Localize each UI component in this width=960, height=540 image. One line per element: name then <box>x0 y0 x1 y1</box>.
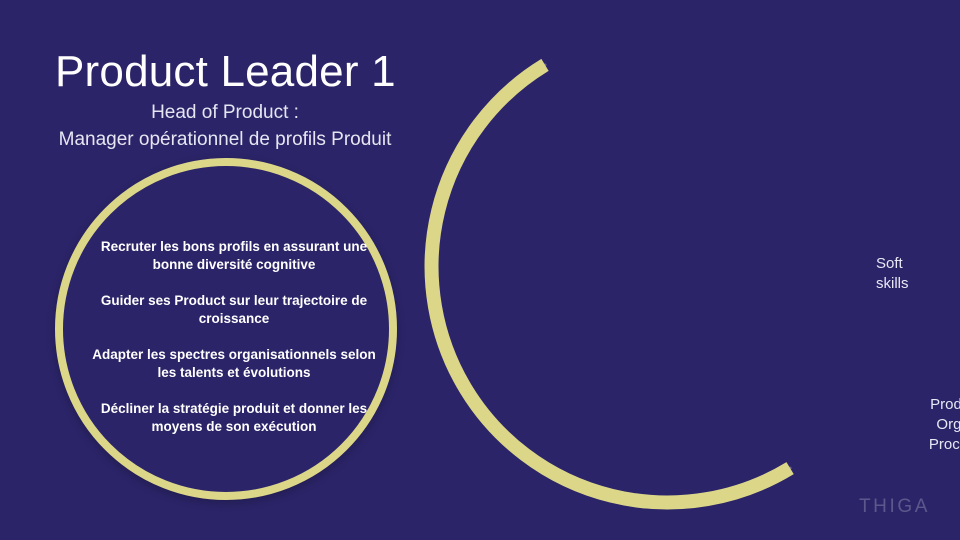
page-title: Product Leader 1 <box>55 47 396 96</box>
page-subtitle: Head of Product : Manager opérationnel d… <box>40 100 410 154</box>
responsibilities-circle: Recruter les bons profils en assurant un… <box>55 158 397 500</box>
list-item: Recruter les bons profils en assurant un… <box>100 238 368 272</box>
thiga-logo: THIGA <box>858 496 930 517</box>
subtitle-line-1: Head of Product : <box>151 102 299 123</box>
scope-ring-diagram: Soft skills Product Org & Process Produc… <box>410 22 960 532</box>
ring-gold-arc <box>424 58 794 510</box>
ring-label-product-org-process: Product Org & Process <box>928 396 960 453</box>
list-item: Décliner la stratégie produit et donner … <box>100 401 368 435</box>
list-item: Guider ses Product sur leur trajectoire … <box>100 292 368 326</box>
list-item: Adapter les spectres organisationnels se… <box>92 347 376 381</box>
ring-label-soft-skills: Soft skills <box>876 255 909 292</box>
ring-faint-arc <box>430 63 792 504</box>
responsibilities-list: Recruter les bons profils en assurant un… <box>63 166 405 508</box>
subtitle-line-2: Manager opérationnel de profils Produit <box>58 128 392 150</box>
